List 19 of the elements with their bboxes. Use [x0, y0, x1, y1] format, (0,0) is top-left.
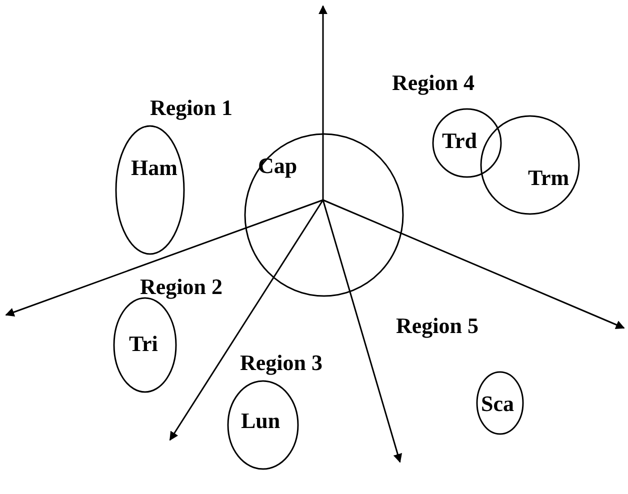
node-label: Lun [241, 410, 280, 432]
region-label: Region 2 [140, 276, 222, 298]
region-label: Region 5 [396, 315, 478, 337]
node-label: Ham [131, 157, 178, 179]
node-label: Cap [258, 155, 298, 177]
region-label: Region 4 [392, 72, 474, 94]
ellipse-node [113, 297, 177, 393]
ellipse-node [244, 133, 404, 297]
ellipse-node [480, 115, 580, 215]
node-label: Trm [528, 167, 570, 189]
ellipse-node [476, 371, 524, 435]
node-label: Sca [481, 393, 514, 415]
ellipse-node [227, 380, 299, 470]
ellipse-node [432, 108, 502, 178]
ellipse-node [115, 125, 185, 255]
region-label: Region 3 [240, 352, 322, 374]
node-label: Tri [129, 333, 158, 355]
region-label: Region 1 [150, 97, 232, 119]
node-label: Trd [442, 130, 478, 152]
